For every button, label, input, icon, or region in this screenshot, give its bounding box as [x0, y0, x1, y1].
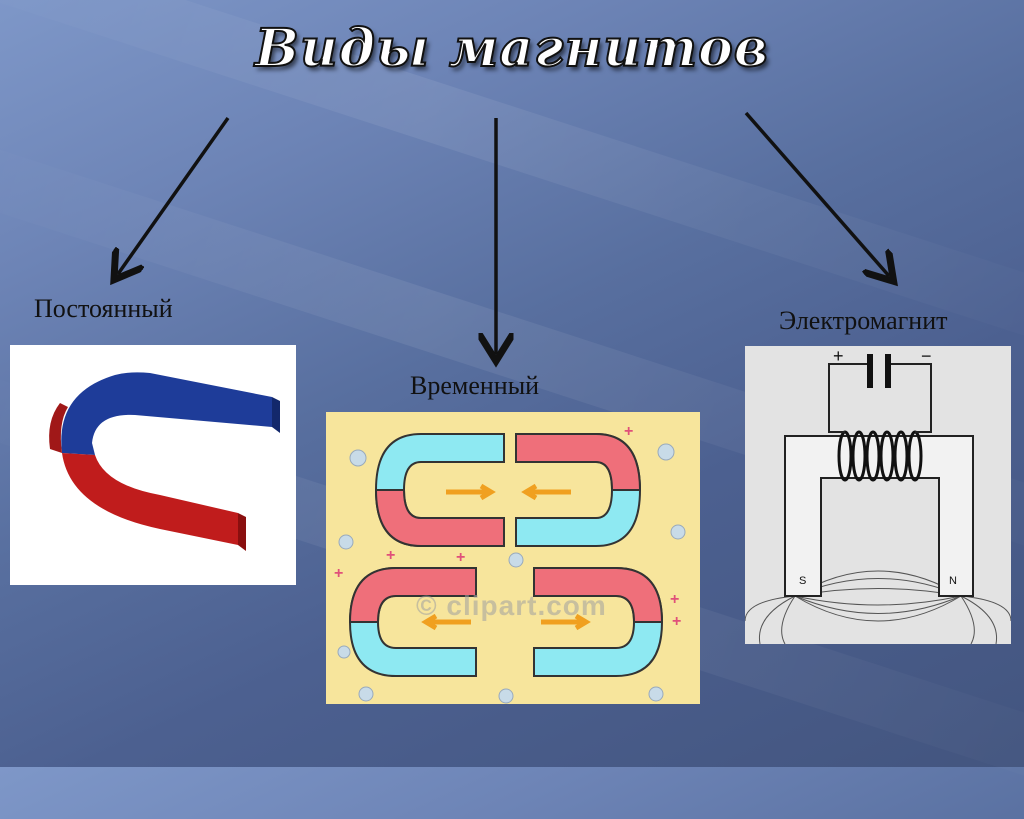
battery-minus-label: −: [921, 346, 932, 366]
temporary-magnets-illustration: + + + + + +: [334, 423, 686, 704]
watermark: © clipart.com: [416, 590, 607, 621]
horseshoe-magnet-icon: S: [49, 372, 280, 567]
label-electromagnet: Электромагнит: [779, 306, 948, 335]
temporary-magnet-image: + + + + + +: [326, 412, 700, 704]
arrow-to-permanent: [118, 116, 230, 274]
electromagnet-illustration: + − S N: [745, 346, 1011, 644]
pole-s-label: S: [799, 575, 806, 587]
battery-plus-label: +: [833, 346, 844, 366]
arrow-to-electro: [744, 111, 889, 276]
label-temporary: Временный: [410, 371, 540, 400]
arrows-group: [0, 111, 1024, 767]
svg-text:+: +: [456, 549, 465, 566]
slide-title: Виды магнитов: [254, 17, 769, 80]
electromagnet-image: + − S N: [745, 346, 1011, 644]
svg-text:+: +: [334, 565, 343, 582]
pole-n-label: N: [949, 575, 957, 587]
pole-s-label: S: [196, 551, 218, 566]
label-permanent: Постоянный: [34, 294, 173, 323]
svg-text:+: +: [624, 423, 633, 440]
svg-text:+: +: [672, 613, 681, 630]
svg-text:+: +: [386, 547, 395, 564]
permanent-magnet-image: S: [10, 345, 296, 585]
svg-text:+: +: [670, 591, 679, 608]
